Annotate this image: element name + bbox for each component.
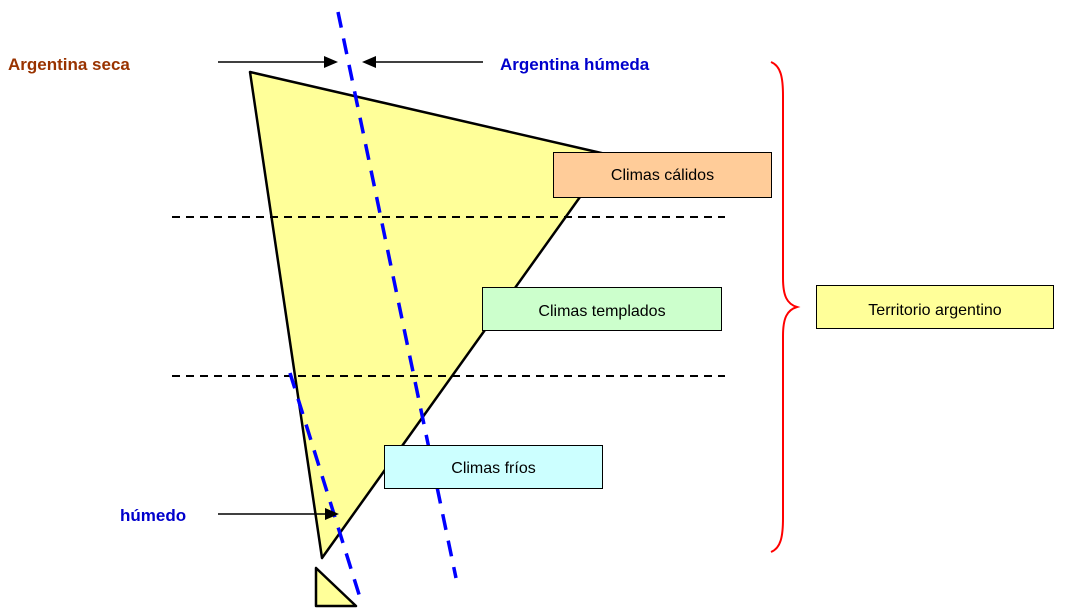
arrow-humid-left: [362, 56, 483, 68]
arrow-humid-south: [218, 508, 339, 520]
arrow-dry-right: [218, 56, 338, 68]
argentina-humeda-label: Argentina húmeda: [500, 55, 650, 74]
territory-triangle: [248, 70, 612, 560]
humidity-boundary-line: [336, 11, 458, 579]
territory-brace: [770, 61, 801, 553]
warm-climates-box: Climas cálidos: [553, 152, 772, 198]
territory-box: Territorio argentino: [816, 285, 1054, 329]
cold-climates-box: Climas fríos: [384, 445, 603, 489]
humedo-label: húmedo: [120, 506, 187, 525]
tierra-del-fuego-triangle: [314, 566, 358, 608]
temperate-climates-box: Climas templados: [482, 287, 722, 331]
southern-humidity-boundary-line: [288, 372, 364, 605]
argentina-seca-label: Argentina seca: [8, 55, 130, 74]
